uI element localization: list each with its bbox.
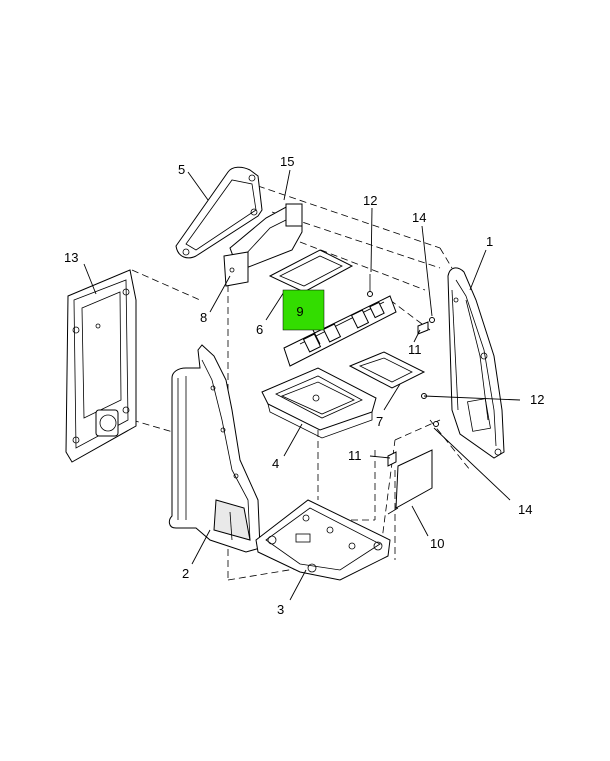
part-11-clips [387,321,429,467]
part-6-frame [268,249,354,293]
part-9-console-panel [283,295,397,367]
callout-1[interactable]: 1 [486,234,493,249]
part-14-fasteners [429,317,439,427]
callout-15[interactable]: 15 [280,154,294,169]
callout-14-top[interactable]: 14 [412,210,426,225]
leader-lines [83,169,521,601]
callout-labels: 5 15 12 14 1 13 8 6 11 12 7 4 11 14 10 2… [64,154,544,617]
callout-8[interactable]: 8 [200,310,207,325]
callout-11-lower[interactable]: 11 [348,448,362,463]
callout-12-top[interactable]: 12 [363,193,377,208]
part-8-plate [223,251,249,287]
callout-4[interactable]: 4 [272,456,279,471]
part-2-side-trim [168,344,261,553]
callout-11-upper[interactable]: 11 [408,342,422,357]
callout-2[interactable]: 2 [182,566,189,581]
part-10-plate [387,449,433,515]
highlight-box[interactable] [282,289,325,331]
part-5-top-cover [175,166,263,259]
callout-3[interactable]: 3 [277,602,284,617]
callout-6[interactable]: 6 [256,322,263,337]
part-13-side-panel [65,269,137,463]
callout-5[interactable]: 5 [178,162,185,177]
callout-7[interactable]: 7 [376,414,383,429]
part-1-side-panel [447,267,505,459]
callout-12-right[interactable]: 12 [530,392,544,407]
callout-13[interactable]: 13 [64,250,78,265]
part-3-base-plate [255,499,391,581]
callout-10[interactable]: 10 [430,536,444,551]
highlight-label[interactable]: 9 [296,304,303,319]
part-4-tray [261,367,377,439]
highlight-part-9[interactable]: 9 [282,289,325,331]
callout-14-bottom[interactable]: 14 [518,502,532,517]
part-7-frame [348,351,426,389]
